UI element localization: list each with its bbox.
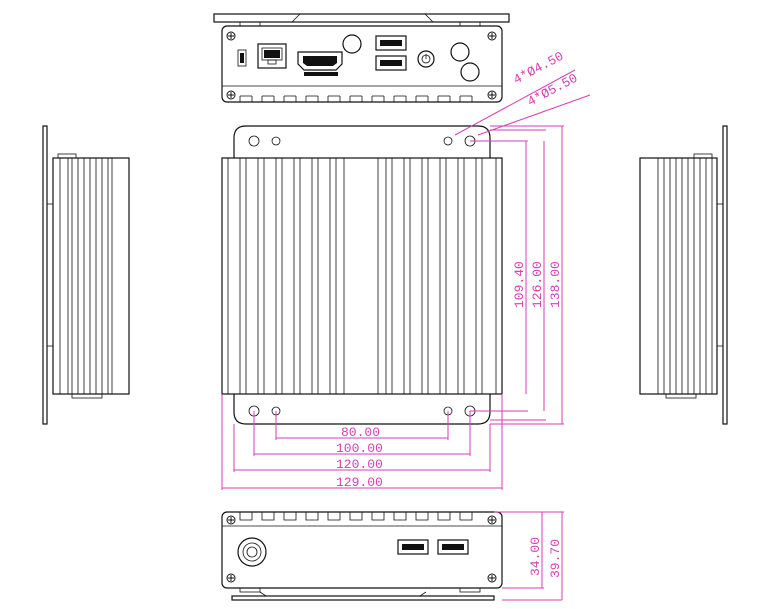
front-mount-plate xyxy=(213,13,510,23)
usb-port-icon xyxy=(375,55,407,71)
right-side-view xyxy=(639,125,728,425)
mounting-screw-icon xyxy=(226,31,236,41)
dim-100-label: 100.00 xyxy=(336,441,383,456)
usb-port-icon xyxy=(375,35,407,51)
power-button-icon xyxy=(417,50,435,68)
dim-120-label: 120.00 xyxy=(336,457,383,472)
antenna-hole xyxy=(460,62,480,82)
dim-80-label: 80.00 xyxy=(341,425,380,440)
bottom-flange xyxy=(233,394,491,425)
dim-109-label: 109.40 xyxy=(512,261,527,308)
rear-mount-plate xyxy=(231,595,495,601)
plan-view xyxy=(221,125,503,425)
usb-port-icon xyxy=(397,539,429,555)
usb-port-icon xyxy=(437,539,469,555)
left-side-view xyxy=(42,125,130,425)
hdmi-port-icon xyxy=(297,51,343,71)
top-flange xyxy=(233,125,491,158)
antenna-hole xyxy=(450,42,470,62)
dim-138-label: 138.00 xyxy=(548,261,563,308)
dim-39-label: 39.70 xyxy=(548,539,563,578)
dim-126-label: 126.00 xyxy=(530,261,545,308)
mounting-screw-icon xyxy=(226,573,236,583)
card-slot xyxy=(304,72,338,76)
switch-icon xyxy=(237,49,247,67)
rear-view xyxy=(221,511,503,601)
dimension-lines xyxy=(221,69,591,601)
front-fins xyxy=(239,95,473,102)
mounting-screw-icon xyxy=(226,515,236,525)
rj45-port-icon xyxy=(257,43,287,69)
heatsink-body xyxy=(221,157,503,395)
mounting-screw-icon xyxy=(487,573,497,583)
mounting-screw-icon xyxy=(487,31,497,41)
mounting-screw-icon xyxy=(487,90,497,100)
dim-129-label: 129.00 xyxy=(336,475,383,490)
mounting-screw-icon xyxy=(226,90,236,100)
antenna-hole xyxy=(342,34,362,54)
front-view xyxy=(213,13,510,103)
power-button-icon xyxy=(237,537,267,567)
mounting-screw-icon xyxy=(487,515,497,525)
dim-34-label: 34.00 xyxy=(528,537,543,576)
